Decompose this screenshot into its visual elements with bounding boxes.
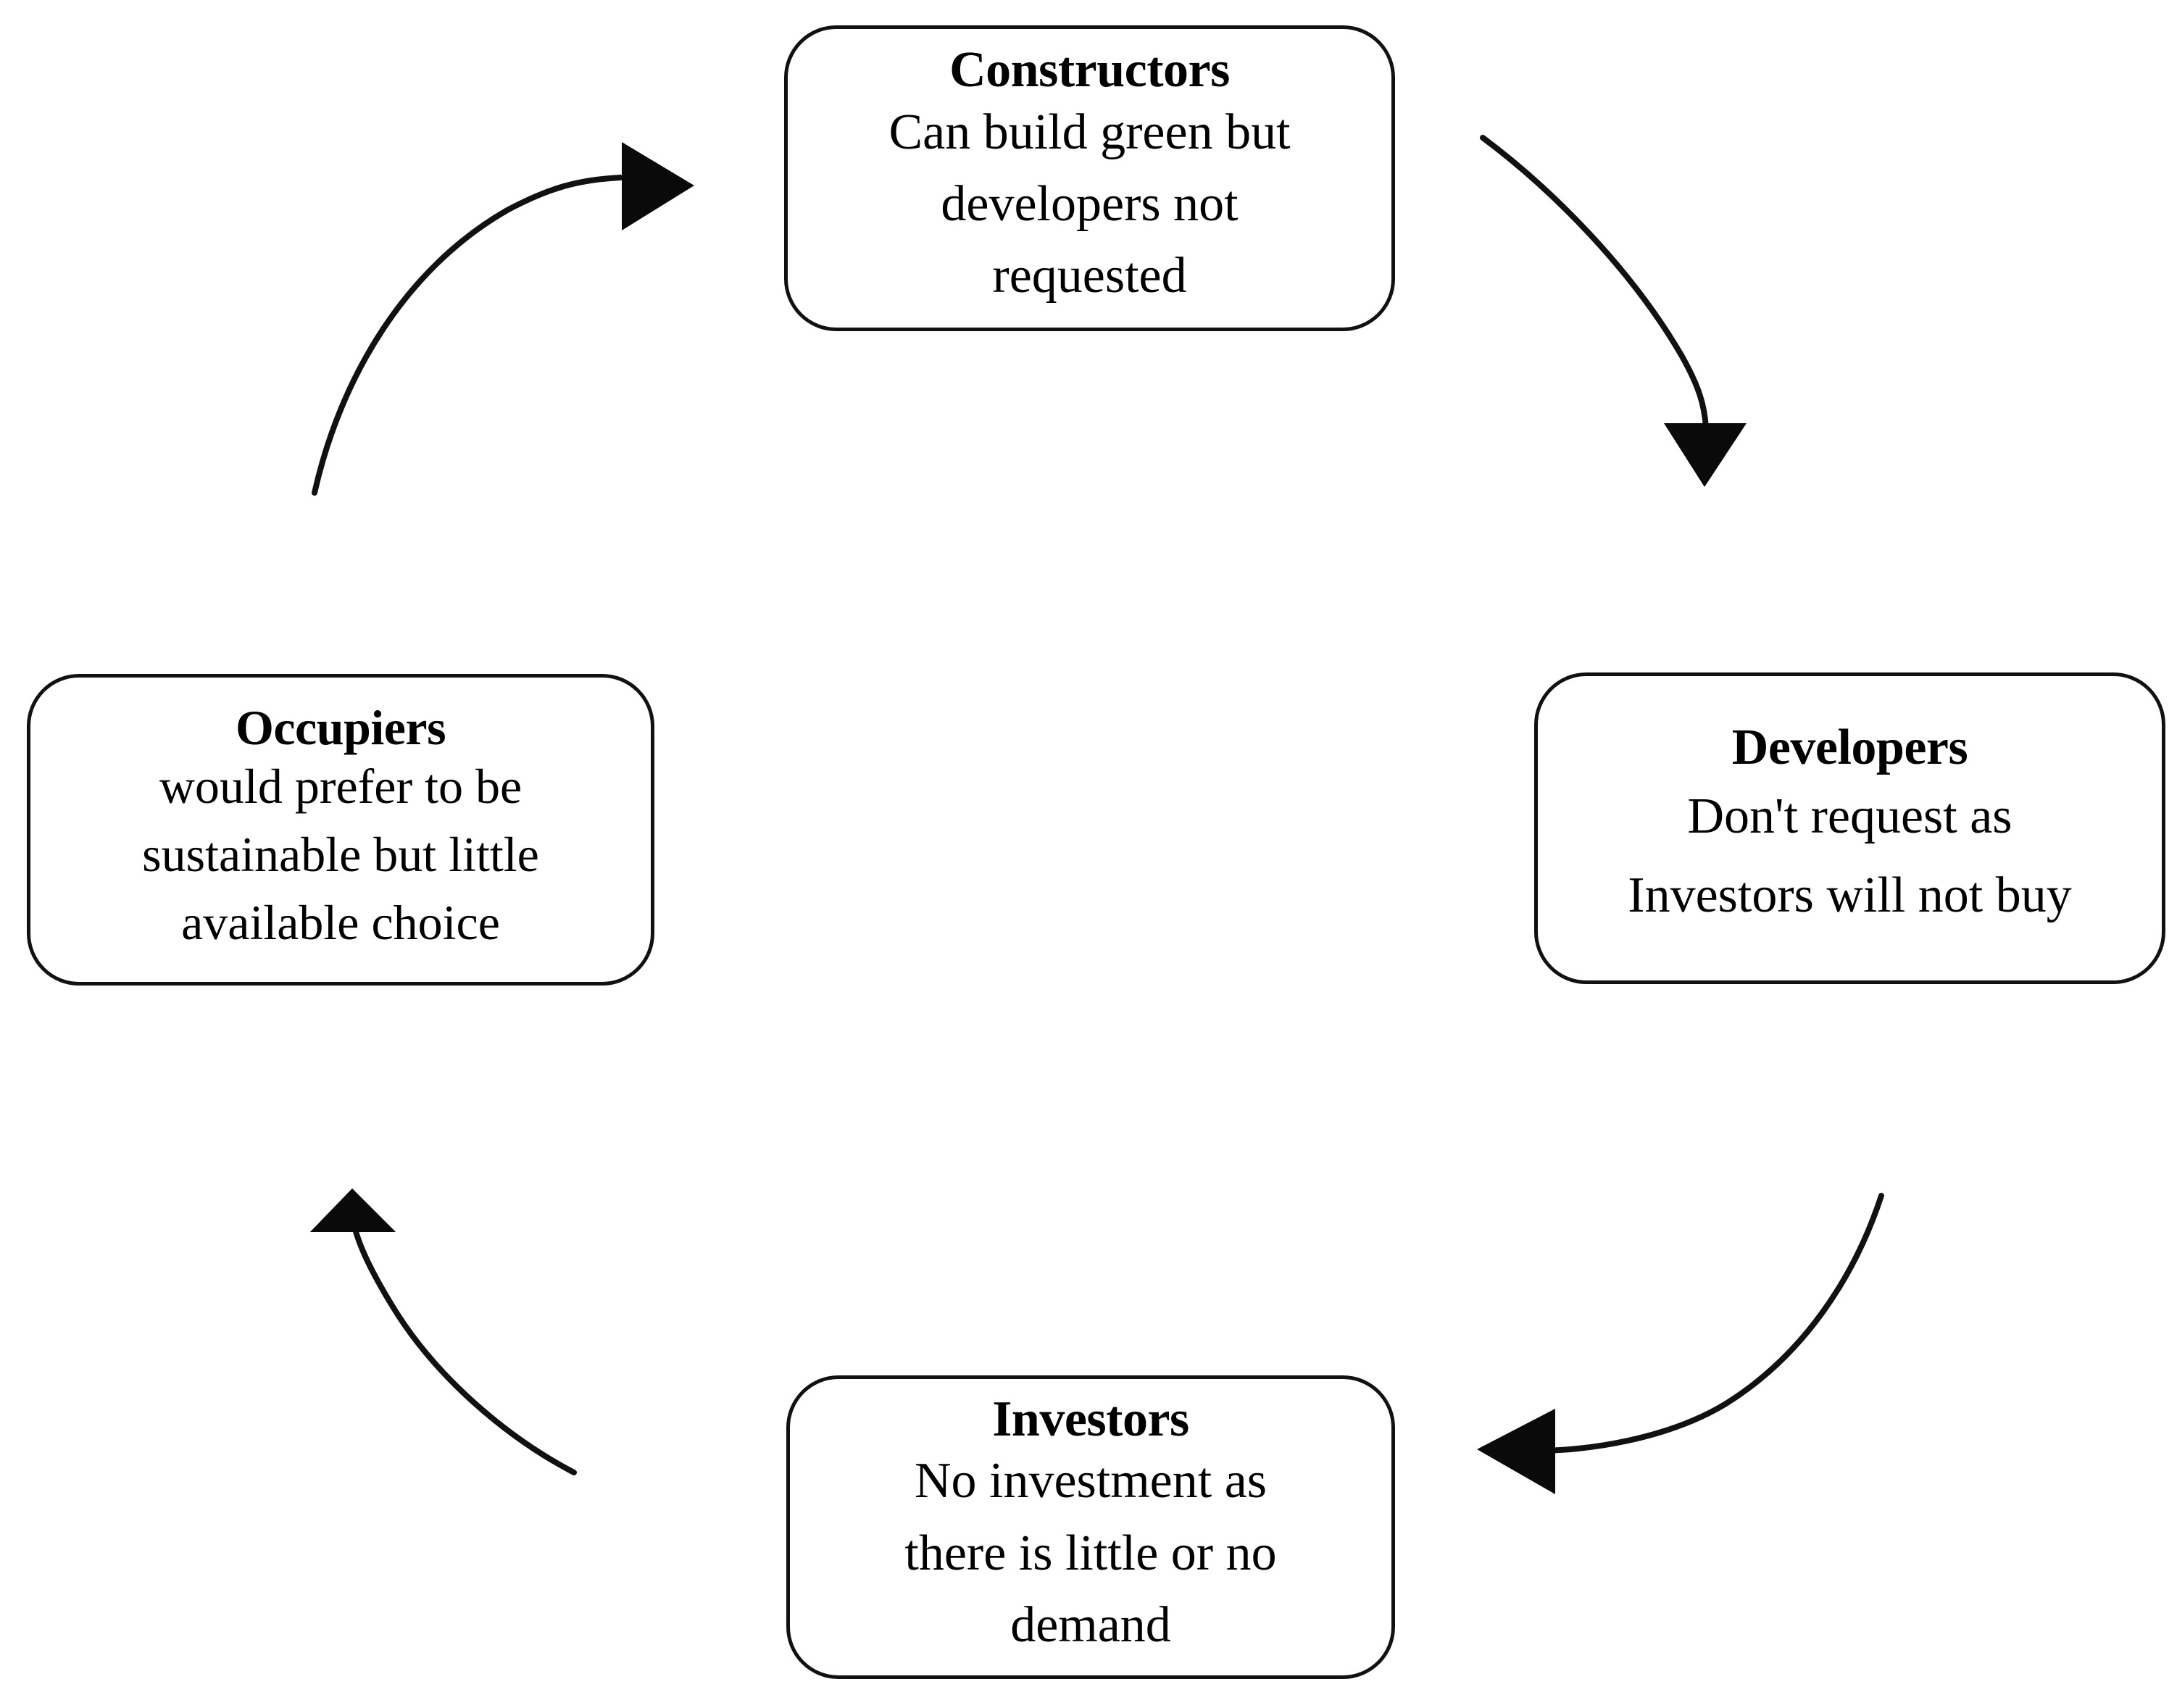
node-investors-line-3: demand	[1010, 1596, 1171, 1653]
node-occupiers-title: Occupiers	[235, 699, 446, 755]
node-constructors[interactable]: Constructors Can build green but develop…	[784, 25, 1395, 331]
node-constructors-line-3: requested	[992, 248, 1187, 304]
node-occupiers-line-1: would prefer to be	[159, 758, 523, 814]
node-occupiers-line-2: sustainable but little	[142, 826, 539, 882]
node-developers-line-2: Investors will not buy	[1628, 867, 2072, 923]
node-investors-title: Investors	[992, 1391, 1189, 1447]
arrow-developers-to-investors	[1477, 1193, 1884, 1494]
arrow-constructors-to-developers	[1480, 135, 1747, 487]
node-constructors-line-2: developers not	[941, 176, 1239, 232]
node-investors-line-1: No investment as	[914, 1453, 1268, 1509]
arrow-occupiers-to-constructors	[312, 142, 694, 496]
node-developers[interactable]: Developers Don't request as Investors wi…	[1534, 672, 2165, 984]
node-investors-line-2: there is little or no	[904, 1525, 1277, 1581]
node-constructors-line-1: Can build green but	[888, 104, 1291, 160]
node-investors[interactable]: Investors No investment as there is litt…	[786, 1375, 1395, 1679]
node-occupiers-line-3: available choice	[181, 894, 500, 950]
node-occupiers[interactable]: Occupiers would prefer to be sustainable…	[27, 674, 654, 986]
node-developers-title: Developers	[1731, 719, 1968, 775]
node-developers-line-1: Don't request as	[1687, 788, 2012, 845]
arrow-investors-to-occupiers	[310, 1188, 577, 1475]
node-constructors-title: Constructors	[949, 42, 1230, 99]
